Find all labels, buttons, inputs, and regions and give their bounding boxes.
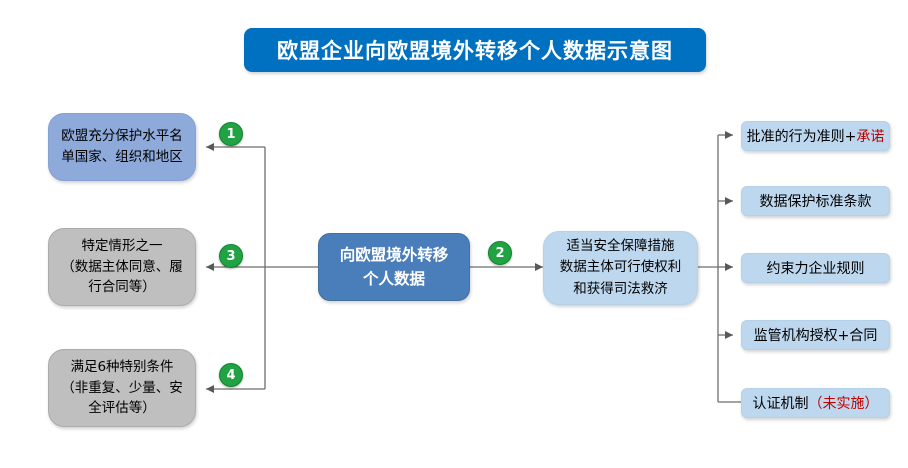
box-special-conditions: 满足6种特别条件 （非重复、少量、安 全评估等）: [48, 349, 196, 427]
badge-2: 2: [488, 241, 512, 265]
box-standard-clauses: 数据保护标准条款: [741, 186, 890, 216]
box-code-of-conduct-label: 批准的行为准则+: [746, 129, 857, 145]
box-certification-mechanism: 认证机制（未实施）: [741, 388, 890, 418]
badge-4: 4: [219, 363, 243, 387]
box-safeguard-measures: 适当安全保障措施 数据主体可行使权利 和获得司法救济: [543, 231, 698, 305]
box-authority-approval: 监管机构授权+合同: [741, 320, 890, 350]
box-specific-cases: 特定情形之一 （数据主体同意、履 行合同等）: [48, 228, 196, 306]
badge-3: 3: [219, 244, 243, 268]
badge-1: 1: [219, 122, 243, 146]
box-code-of-conduct: 批准的行为准则+承诺: [741, 121, 890, 151]
box-binding-corporate-rules: 约束力企业规则: [741, 253, 890, 283]
box-standard-clauses-label: 数据保护标准条款: [759, 194, 872, 210]
diagram-title: 欧盟企业向欧盟境外转移个人数据示意图: [244, 28, 706, 72]
box-binding-corporate-rules-label: 约束力企业规则: [766, 261, 865, 277]
box-certification-mechanism-highlight: （未实施）: [808, 396, 879, 412]
box-certification-mechanism-label: 认证机制: [752, 396, 809, 412]
box-adequacy-list: 欧盟充分保护水平名 单国家、组织和地区: [48, 113, 196, 181]
box-code-of-conduct-highlight: 承诺: [856, 129, 885, 145]
box-transfer-center: 向欧盟境外转移 个人数据: [318, 233, 470, 301]
box-authority-approval-label: 监管机构授权+合同: [753, 328, 878, 344]
